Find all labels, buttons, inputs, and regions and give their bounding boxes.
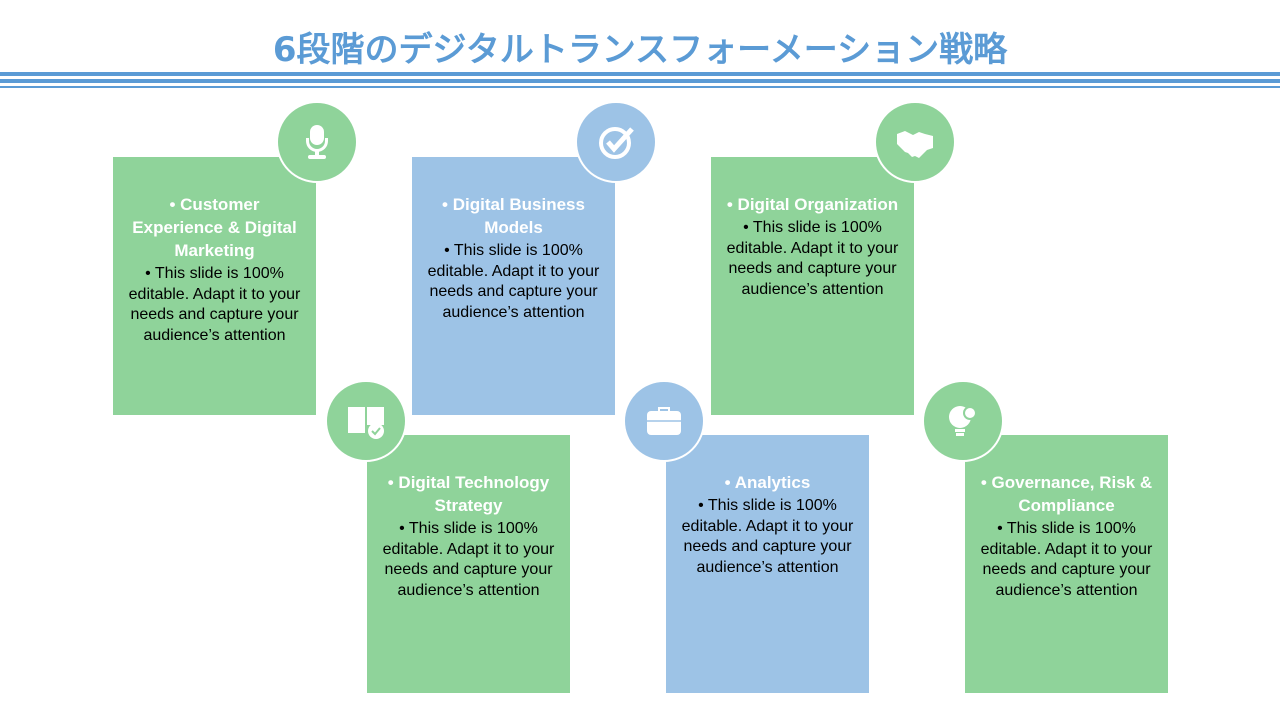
card-organization: • Digital Organization • This slide is 1…: [711, 157, 914, 415]
card-heading: • Analytics: [724, 473, 811, 492]
card-governance: • Governance, Risk & Compliance • This s…: [965, 435, 1168, 693]
card-analytics: • Analytics • This slide is 100% editabl…: [666, 435, 869, 693]
card-heading: • Governance, Risk & Compliance: [980, 473, 1153, 515]
microphone-icon: [276, 101, 358, 183]
card-business-models: • Digital Business Models • This slide i…: [412, 157, 615, 415]
card-body: • This slide is 100% editable. Adapt it …: [726, 219, 899, 298]
divider-line: [0, 72, 1280, 76]
card-heading: • Digital Organization: [726, 195, 899, 214]
lightbulb-gear-icon: [922, 380, 1004, 462]
card-body: • This slide is 100% editable. Adapt it …: [128, 265, 301, 344]
card-heading: • Digital Business Models: [442, 195, 585, 237]
card-heading: • Digital Technology Strategy: [387, 473, 550, 515]
card-body: • This slide is 100% editable. Adapt it …: [382, 520, 555, 599]
briefcase-icon: [623, 380, 705, 462]
slide-title: 6段階のデジタルトランスフォーメーション戦略: [272, 30, 1008, 70]
divider-line: [0, 86, 1280, 88]
book-check-icon: [325, 380, 407, 462]
card-body: • This slide is 100% editable. Adapt it …: [681, 497, 854, 576]
card-customer-experience: • Customer Experience & Digital Marketin…: [113, 157, 316, 415]
checkmark-icon: [575, 101, 657, 183]
handshake-icon: [874, 101, 956, 183]
card-technology-strategy: • Digital Technology Strategy • This sli…: [367, 435, 570, 693]
card-body: • This slide is 100% editable. Adapt it …: [427, 242, 600, 321]
card-body: • This slide is 100% editable. Adapt it …: [980, 520, 1153, 599]
divider-line: [0, 79, 1280, 83]
card-heading: • Customer Experience & Digital Marketin…: [132, 195, 297, 260]
